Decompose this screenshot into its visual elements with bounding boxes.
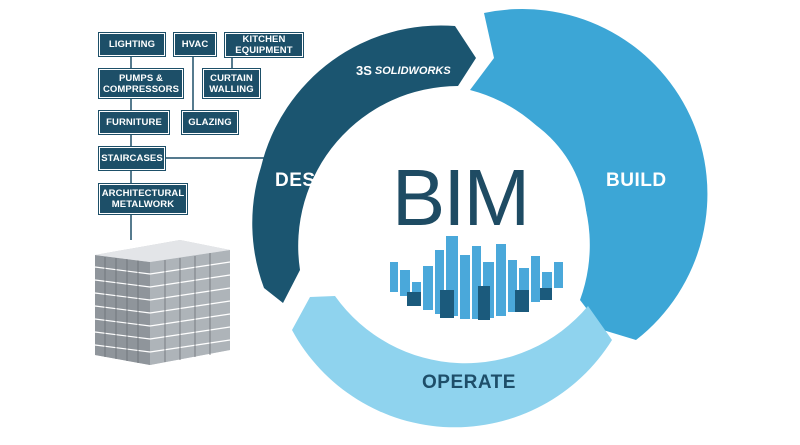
- component-architectural-metalwork: ARCHITECTURAL METALWORK: [99, 184, 187, 214]
- phase-label-build: BUILD: [606, 170, 667, 191]
- ds-logo-icon: 3S: [356, 63, 372, 78]
- component-curtain-walling: CURTAIN WALLING: [203, 69, 260, 98]
- skyline-front: [407, 286, 552, 320]
- component-kitchen-equipment: KITCHEN EQUIPMENT: [225, 33, 303, 57]
- phase-label-design: DESIGN: [275, 170, 351, 191]
- component-furniture: FURNITURE: [99, 111, 169, 134]
- component-pumps-compressors: PUMPS & COMPRESSORS: [99, 69, 183, 98]
- design-segment: [252, 25, 476, 304]
- building-illustration: [94, 240, 231, 365]
- operate-segment: [292, 296, 612, 428]
- logo-text: SOLIDWORKS: [374, 64, 451, 77]
- component-staircases: STAIRCASES: [99, 147, 165, 170]
- component-lighting: LIGHTING: [99, 33, 165, 56]
- build-segment: [470, 8, 708, 341]
- phase-label-operate: OPERATE: [422, 372, 516, 393]
- bim-title: BIM: [391, 153, 530, 242]
- component-hvac: HVAC: [174, 33, 216, 56]
- component-glazing: GLAZING: [182, 111, 238, 134]
- connector-lines: [130, 55, 270, 240]
- solidworks-logo: 3S SOLIDWORKS: [356, 63, 451, 78]
